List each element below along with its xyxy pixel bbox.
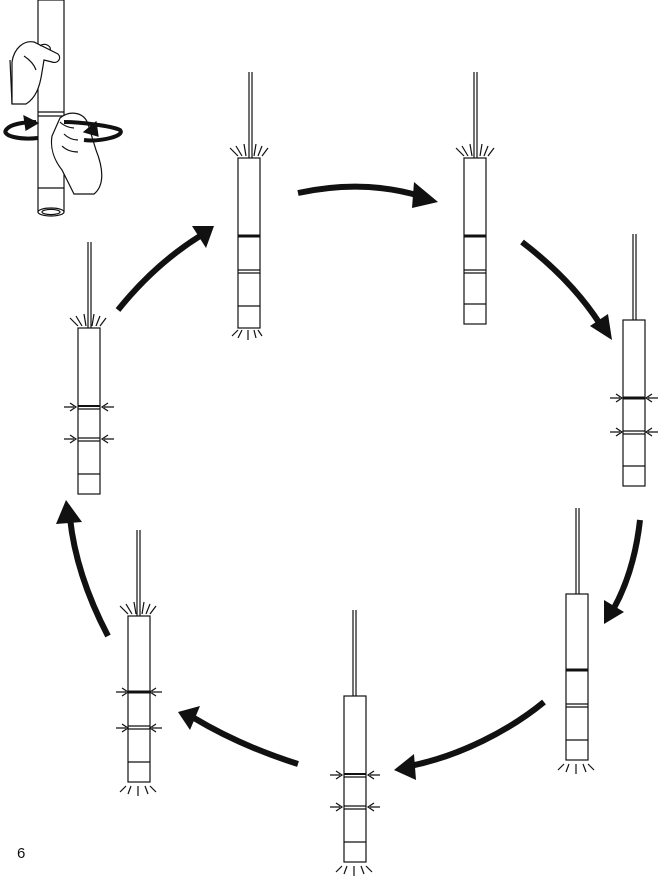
arrow-4-to-5 — [409, 699, 546, 769]
arrow-6-to-7 — [67, 517, 111, 638]
tube-step-3 — [610, 234, 658, 487]
tube-step-2 — [455, 72, 495, 325]
arrow-2-to-3 — [520, 239, 603, 326]
arrow-3-to-4 — [611, 519, 643, 610]
tube-step-7 — [64, 242, 114, 495]
arrow-7-to-1 — [115, 233, 202, 312]
tube-step-5 — [330, 610, 380, 876]
page-number: 6 — [17, 845, 26, 862]
tube-step-1 — [229, 72, 269, 340]
arrow-1-to-2 — [297, 183, 421, 199]
arrow-5-to-6 — [192, 715, 299, 767]
tube-step-6 — [116, 530, 162, 796]
hand-rotating-tube-icon — [3, 0, 123, 217]
arrow-heads — [56, 182, 624, 780]
curved-arrow-icon — [67, 183, 643, 769]
tube-step-4 — [557, 508, 595, 774]
